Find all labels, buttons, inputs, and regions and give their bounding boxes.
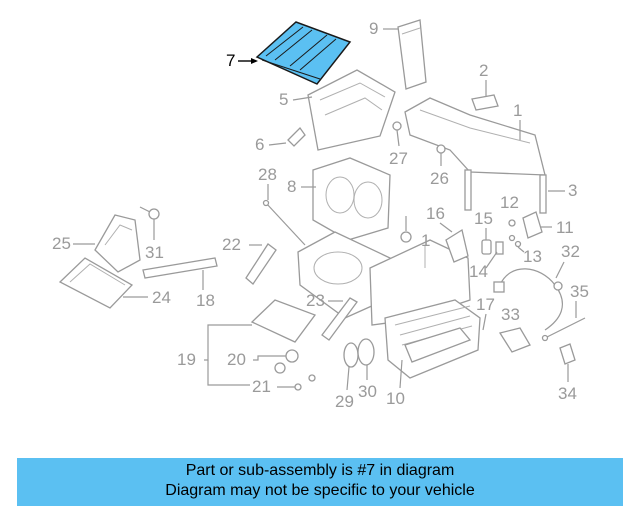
callout-18: 18 <box>196 291 215 310</box>
callout-22: 22 <box>222 235 241 254</box>
callout-16: 16 <box>426 204 445 223</box>
callout-27: 27 <box>389 149 408 168</box>
callout-2: 2 <box>479 61 488 80</box>
part-32-wire-harness[interactable] <box>493 268 563 331</box>
info-banner: Part or sub-assembly is #7 in diagram Di… <box>17 458 623 506</box>
part-14[interactable] <box>495 241 504 255</box>
banner-line-1: Part or sub-assembly is #7 in diagram <box>185 462 455 479</box>
part-8-blower-housing[interactable] <box>312 157 391 241</box>
part-23[interactable] <box>321 297 358 341</box>
banner-line-2: Diagram may not be specific to your vehi… <box>165 482 475 499</box>
leader-13 <box>517 246 525 253</box>
leader-19-bottom <box>207 360 250 386</box>
callout-30: 30 <box>358 382 377 401</box>
leader-6 <box>268 142 287 146</box>
part-2[interactable] <box>471 94 499 111</box>
part-12[interactable] <box>508 219 516 227</box>
leader-5 <box>292 96 313 101</box>
part-34[interactable] <box>559 343 576 365</box>
callout-9: 9 <box>369 19 378 38</box>
callout-17: 17 <box>476 295 495 314</box>
part-26-clip[interactable] <box>436 144 446 166</box>
part-30-disc[interactable] <box>357 338 375 366</box>
callout-1: 1 <box>513 101 522 120</box>
callout-32: 32 <box>561 242 580 261</box>
part-4[interactable] <box>400 231 412 243</box>
part-20[interactable] <box>274 349 299 374</box>
part-25-bracket[interactable] <box>94 214 141 273</box>
callout-5: 5 <box>279 90 288 109</box>
part-29-disc[interactable] <box>343 342 359 368</box>
part-35-rod[interactable] <box>541 317 586 342</box>
leader-14 <box>485 251 498 269</box>
part-9[interactable] <box>397 19 427 90</box>
part-15[interactable] <box>481 239 492 255</box>
callout-25: 25 <box>52 234 71 253</box>
callout-28: 28 <box>258 165 277 184</box>
part-13[interactable] <box>508 234 522 248</box>
callout-24: 24 <box>152 288 171 307</box>
callout-1b: 1 <box>421 231 430 250</box>
callout-19: 19 <box>177 350 196 369</box>
callout-31: 31 <box>145 243 164 262</box>
callout-10: 10 <box>386 389 405 408</box>
callout-13: 13 <box>523 247 542 266</box>
part-22[interactable] <box>245 243 277 285</box>
part-27-screw[interactable] <box>392 121 402 147</box>
part-16[interactable] <box>445 228 469 263</box>
callout-11: 11 <box>556 218 574 237</box>
part-11[interactable] <box>522 211 543 239</box>
callout-12: 12 <box>500 193 519 212</box>
callout-14: 14 <box>469 262 488 281</box>
leader-19-top <box>204 324 252 361</box>
callout-7: 7 <box>226 51 235 70</box>
callout-15: 15 <box>474 209 493 228</box>
part-24-tray[interactable] <box>58 257 134 309</box>
leader-32 <box>555 261 565 279</box>
arrowhead-7 <box>251 58 258 64</box>
callout-3: 3 <box>568 181 577 200</box>
part-6-bracket[interactable] <box>287 126 306 147</box>
part-18-strip[interactable] <box>142 257 218 279</box>
part-1-duct[interactable] <box>404 97 547 214</box>
callout-20: 20 <box>227 350 246 369</box>
part-19-filter[interactable] <box>250 299 317 343</box>
callout-23: 23 <box>306 291 325 310</box>
leader-16 <box>439 222 453 233</box>
callout-34: 34 <box>558 384 577 403</box>
callout-29: 29 <box>335 392 354 411</box>
callout-21: 21 <box>252 377 271 396</box>
parts-diagram: 7 9 5 2 1 3 6 27 <box>52 19 589 411</box>
part-33[interactable] <box>498 327 531 353</box>
callout-33: 33 <box>501 305 520 324</box>
leader-17 <box>482 313 487 331</box>
part-21[interactable] <box>294 374 316 391</box>
callout-26: 26 <box>430 169 449 188</box>
part-5-upper-housing[interactable] <box>307 69 396 151</box>
leader-10 <box>399 359 403 389</box>
callout-35: 35 <box>570 282 589 301</box>
callout-6: 6 <box>255 135 264 154</box>
part-28-rod[interactable] <box>262 199 306 246</box>
part-10-panel[interactable] <box>404 327 472 363</box>
leader-29 <box>346 366 350 391</box>
leader-20 <box>253 355 286 361</box>
part-7-cabin-filter[interactable] <box>255 21 352 85</box>
part-31-bolt[interactable] <box>139 206 160 220</box>
callout-8: 8 <box>287 177 296 196</box>
